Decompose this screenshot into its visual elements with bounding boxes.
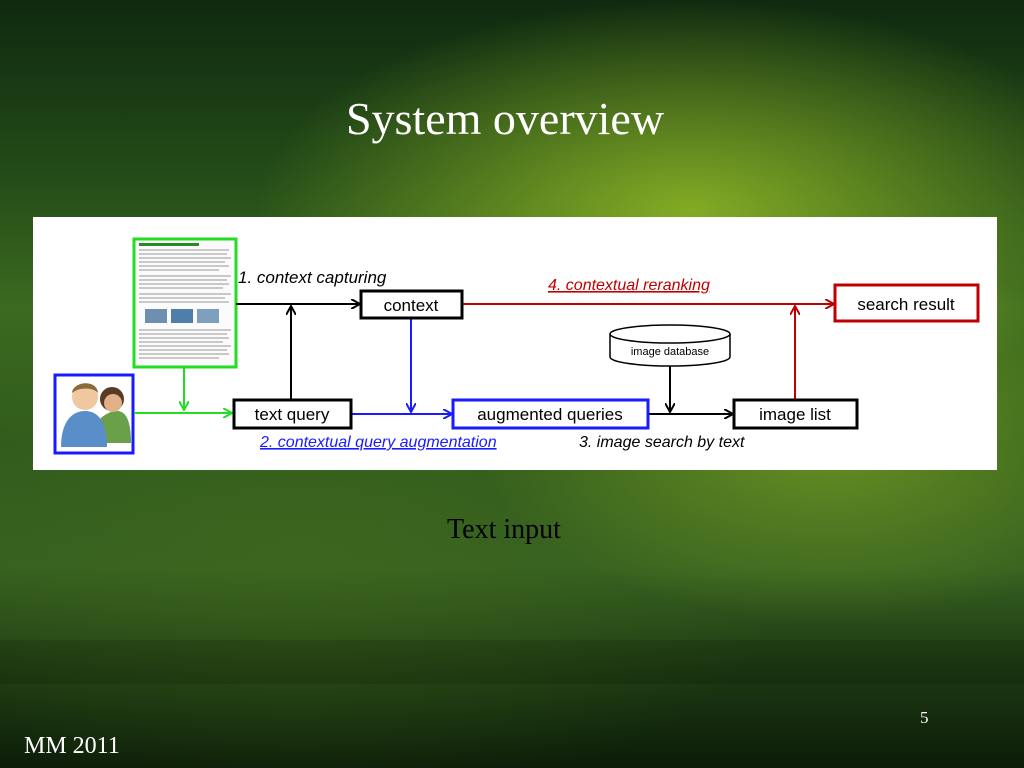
step-4-label: 4. contextual reranking [548,277,710,294]
users-icon [53,373,135,455]
context-label: context [384,296,439,315]
augmented-queries-node: augmented queries [451,398,650,430]
search-result-label: search result [857,295,955,314]
image-list-label: image list [759,405,831,424]
step-1-label: 1. context capturing [238,268,387,287]
augmented-queries-label: augmented queries [477,405,623,424]
caption: Text input [447,514,561,545]
image-database-node: image database [609,324,731,367]
step-2-label: 2. contextual query augmentation [259,434,497,451]
webpage-thumbnail [132,237,238,369]
system-diagram: context search result image database tex… [33,217,997,470]
text-query-node: text query [232,398,353,430]
context-node: context [359,289,464,320]
background-band [0,640,1024,684]
slide-title: System overview [345,93,665,144]
step-3-label: 3. image search by text [579,434,745,451]
page-number: 5 [920,708,929,727]
search-result-node: search result [833,283,980,323]
text-query-label: text query [255,405,330,424]
footer-text: MM 2011 [24,733,120,759]
image-list-node: image list [732,398,859,430]
image-database-label: image database [631,346,709,358]
